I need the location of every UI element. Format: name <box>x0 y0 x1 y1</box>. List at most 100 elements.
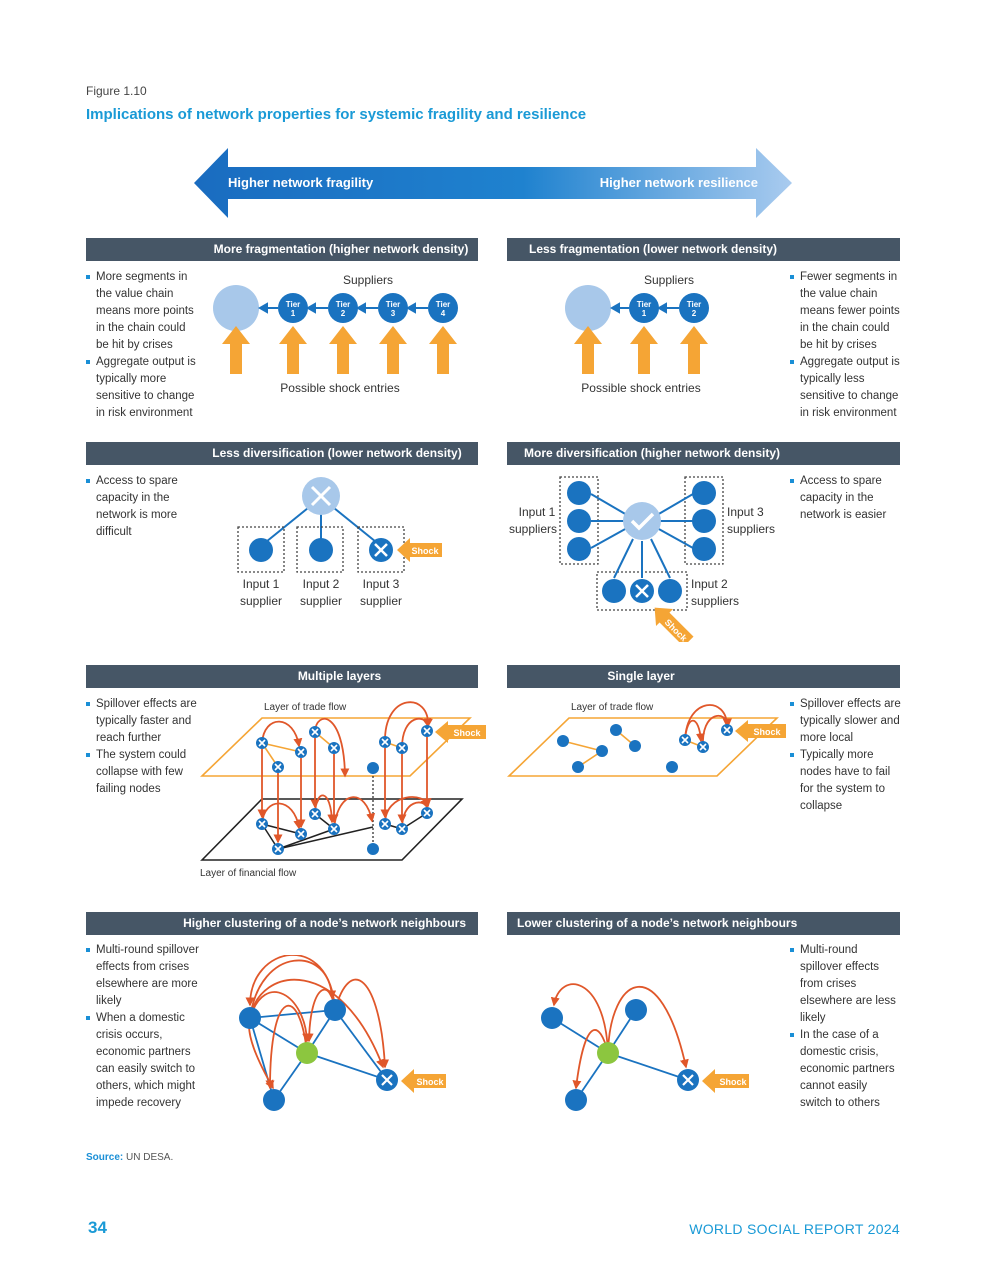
shock-arrow <box>401 1069 446 1093</box>
bullet-item: Typically more nodes have to fail for th… <box>790 747 902 815</box>
bullets-less-fragmentation: Fewer segments in the value chain means … <box>790 269 902 422</box>
bullet-item: In the case of a domestic crisis, econom… <box>790 1027 902 1112</box>
bullet-item: Spillover effects are typically faster a… <box>86 696 198 747</box>
source-text: UN DESA. <box>126 1152 174 1163</box>
final-producer-node <box>213 285 259 331</box>
bullets-more-fragmentation: More segments in the value chain means m… <box>86 269 201 422</box>
svg-text:suppliers: suppliers <box>691 594 739 608</box>
bullet-item: The system could collapse with few faili… <box>86 747 198 798</box>
svg-text:Tier: Tier <box>386 300 401 309</box>
producer-node-ok <box>623 502 661 540</box>
bullets-lower-clustering: Multi-round spillover effects from crise… <box>790 942 902 1112</box>
lower-clustering-diagram: Shock <box>541 983 749 1111</box>
panel-title-more-diversification: More diversification (higher network den… <box>507 442 900 465</box>
report-title: WORLD SOCIAL REPORT 2024 <box>689 1221 900 1237</box>
shock-entry-arrows <box>574 326 708 374</box>
panel-title-multiple-layers: Multiple layers <box>86 665 478 688</box>
svg-text:Input 2: Input 2 <box>303 577 340 591</box>
bullet-item: More segments in the value chain means m… <box>86 269 201 354</box>
tier-node <box>278 293 308 323</box>
panel-title-less-diversification: Less diversification (lower network dens… <box>86 442 478 465</box>
bullet-item: Fewer segments in the value chain means … <box>790 269 902 354</box>
single-layer-diagram: Layer of trade flow Shock <box>507 702 786 777</box>
shock-label: Shock <box>719 1077 747 1087</box>
resilience-label: Higher network resilience <box>600 175 758 190</box>
panel-title-higher-clustering: Higher clustering of a node’s network ne… <box>86 912 478 935</box>
svg-text:3: 3 <box>391 309 396 318</box>
svg-text:Input 1: Input 1 <box>243 577 280 591</box>
bullet-item: Access to spare capacity in the network … <box>86 473 196 541</box>
page-number: 34 <box>88 1218 107 1237</box>
svg-text:Input 3: Input 3 <box>727 505 764 519</box>
tier-node <box>679 293 709 323</box>
bullet-item: Multi-round spillover effects from crise… <box>790 942 902 1027</box>
svg-text:Tier: Tier <box>436 300 451 309</box>
svg-text:Input 2: Input 2 <box>691 577 728 591</box>
source-label: Source: <box>86 1152 124 1163</box>
bullet-item: Spillover effects are typically slower a… <box>790 696 902 747</box>
input-supplier-node <box>249 538 273 562</box>
shock-arrow <box>397 538 442 562</box>
svg-text:2: 2 <box>341 309 346 318</box>
shock-label: Shock <box>416 1077 444 1087</box>
svg-text:1: 1 <box>642 309 647 318</box>
tier-nodes <box>278 293 458 323</box>
higher-clustering-diagram: Shock <box>239 955 446 1111</box>
shock-arrow <box>735 720 786 742</box>
panel-title-more-fragmentation: More fragmentation (higher network densi… <box>86 238 478 261</box>
trade-layer-plane <box>507 717 779 777</box>
panel-title-lower-clustering: Lower clustering of a node’s network nei… <box>507 912 900 935</box>
bullets-more-diversification: Access to spare capacity in the network … <box>790 473 902 524</box>
shock-label: Shock <box>411 546 439 556</box>
trade-layer-nodes <box>256 725 433 855</box>
svg-text:Tier: Tier <box>687 300 702 309</box>
tier-node <box>629 293 659 323</box>
figure-label: Figure 1.10 <box>86 84 147 98</box>
shock-entries-label: Possible shock entries <box>581 381 700 395</box>
input-supplier-node <box>309 538 333 562</box>
shock-entry-arrows <box>222 326 457 374</box>
checkmark-icon <box>630 512 655 531</box>
bullet-item: Aggregate output is typically more sensi… <box>86 354 201 422</box>
svg-text:4: 4 <box>441 309 446 318</box>
svg-text:supplier: supplier <box>360 594 402 608</box>
svg-text:1: 1 <box>291 309 296 318</box>
svg-text:2: 2 <box>692 309 697 318</box>
bullets-higher-clustering: Multi-round spillover effects from crise… <box>86 942 201 1112</box>
trade-layer-label: Layer of trade flow <box>264 702 347 713</box>
shock-arrow <box>702 1069 749 1093</box>
svg-text:supplier: supplier <box>300 594 342 608</box>
svg-text:Tier: Tier <box>336 300 351 309</box>
shock-entries-label: Possible shock entries <box>280 381 399 395</box>
focal-node <box>296 1042 318 1064</box>
focal-node <box>597 1042 619 1064</box>
bullet-item: Multi-round spillover effects from crise… <box>86 942 201 1010</box>
svg-text:Tier: Tier <box>286 300 301 309</box>
source-note: Source: UN DESA. <box>86 1152 173 1163</box>
bullet-item: When a domestic crisis occurs, economic … <box>86 1010 201 1112</box>
bullet-item: Aggregate output is typically less sensi… <box>790 354 902 422</box>
suppliers-label: Suppliers <box>644 273 694 287</box>
bullets-less-diversification: Access to spare capacity in the network … <box>86 473 196 541</box>
suppliers-label: Suppliers <box>343 273 393 287</box>
multiple-layers-diagram: Layer of trade flow Layer of financial f… <box>200 701 486 879</box>
shock-arrow: Shock <box>654 607 694 642</box>
final-producer-node <box>565 285 611 331</box>
bullets-multiple-layers: Spillover effects are typically faster a… <box>86 696 198 798</box>
tier-node <box>328 293 358 323</box>
fragility-label: Higher network fragility <box>228 175 374 190</box>
tier-node <box>378 293 408 323</box>
shock-arrow <box>435 721 486 743</box>
financial-layer-plane <box>200 798 464 861</box>
svg-text:Input 3: Input 3 <box>363 577 400 591</box>
panel-title-less-fragmentation: Less fragmentation (lower network densit… <box>507 238 900 261</box>
trade-layer-label: Layer of trade flow <box>571 702 654 713</box>
tier-node <box>428 293 458 323</box>
shock-label: Shock <box>753 727 781 737</box>
fragility-resilience-arrow: Higher network fragility Higher network … <box>194 148 792 218</box>
shock-label: Shock <box>453 728 481 738</box>
panel-title-single-layer: Single layer <box>507 665 900 688</box>
